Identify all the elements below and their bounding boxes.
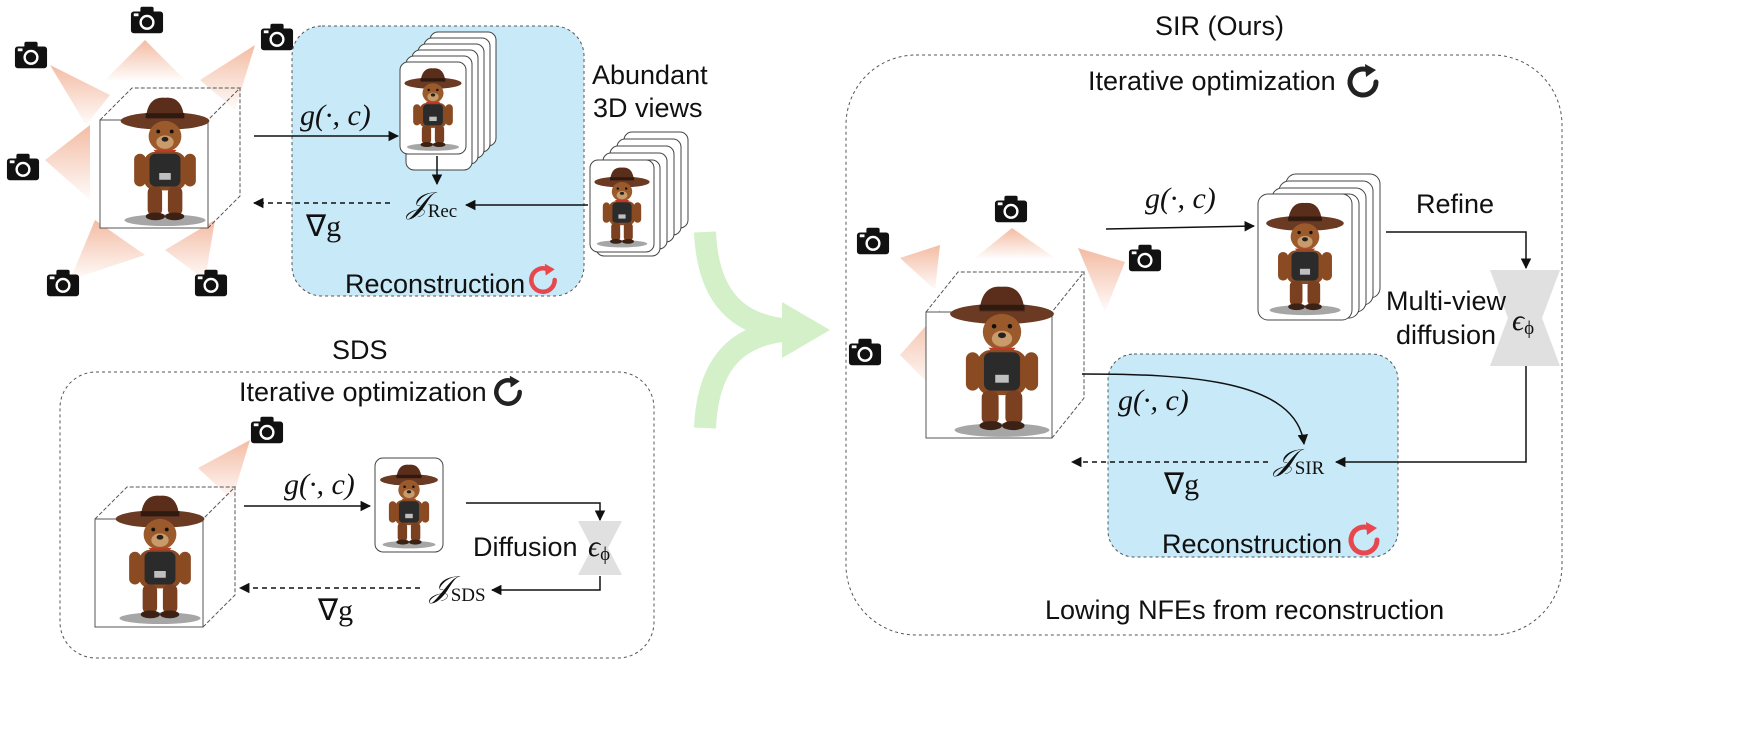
sds-title: SDS (332, 335, 388, 365)
refine-arrow (1386, 231, 1532, 270)
render-func-label: g(·, c) (284, 468, 355, 501)
camera-icon (260, 23, 294, 51)
render-func-label-2: g(·, c) (1118, 384, 1189, 417)
eps-label: ϵϕ (1512, 304, 1534, 339)
camera-icon (856, 227, 890, 255)
sir-rendered-views (1257, 173, 1381, 321)
sds-panel: SDS Iterative optimization g(·, c) ϵϕ Di… (59, 335, 655, 659)
render-func-label: g(·, c) (1145, 182, 1216, 215)
sir-reconstruction-box (1107, 353, 1399, 558)
sir-box (845, 54, 1563, 636)
reconstruction-label: Reconstruction (345, 269, 525, 299)
sir-footer: Lowing NFEs from reconstruction (1045, 595, 1444, 625)
merge-arrow (694, 231, 830, 429)
mv-diffusion-block (1490, 270, 1560, 366)
loss-sds: 𝒥SDS (428, 571, 486, 606)
sir-subtitle: Iterative optimization (1088, 66, 1336, 96)
camera-icon (14, 41, 48, 69)
curve-render-arrow (1081, 373, 1309, 446)
camera-icon (250, 416, 284, 444)
diffusion-to-loss-arrow (490, 576, 601, 596)
sir-panel: SIR (Ours) Iterative optimization g(·, c… (845, 11, 1563, 636)
abundant-label-1: Abundant (592, 60, 708, 90)
sir-reconstruction-label: Reconstruction (1162, 529, 1342, 559)
render-arrow (1105, 220, 1256, 232)
abundant-label-2: 3D views (593, 93, 703, 123)
eps-label: ϵϕ (588, 530, 610, 565)
camera-icon (130, 6, 164, 34)
diffusion-to-loss-arrow (1334, 366, 1527, 468)
sds-box (59, 371, 655, 659)
render-func-label: g(·, c) (300, 99, 371, 132)
rendered-views-stack (399, 31, 497, 171)
camera-icon (848, 338, 882, 366)
diffusion-block (578, 521, 622, 575)
view-cone (165, 220, 215, 280)
view-cone (975, 228, 1055, 258)
mv-label-2: diffusion (1396, 320, 1496, 350)
grad-label: ∇g (317, 594, 353, 627)
camera-icon (994, 195, 1028, 223)
view-cone (1078, 248, 1125, 312)
sds-subtitle: Iterative optimization (239, 377, 487, 407)
refine-label: Refine (1416, 189, 1494, 219)
view-cone (70, 220, 145, 280)
diffusion-label: Diffusion (473, 532, 578, 562)
view-cone (198, 440, 250, 500)
grad-label: ∇g (1163, 468, 1199, 501)
grad-label: ∇g (305, 210, 341, 243)
recon-panel: Abundant 3D views g(·, c) 𝒥Rec ∇g Recons… (6, 6, 708, 299)
view-cone (105, 40, 185, 80)
view-cone (200, 45, 255, 110)
cycle-icon (1350, 64, 1376, 95)
camera-icon (1128, 244, 1162, 272)
camera-icon (6, 153, 40, 181)
abundant-views-stack (589, 131, 689, 257)
to-diffusion-arrow (466, 502, 606, 522)
cycle-icon (496, 376, 519, 404)
mv-label-1: Multi-view (1386, 286, 1507, 316)
sir-title: SIR (Ours) (1155, 11, 1284, 41)
view-cone (45, 125, 90, 200)
view-cone (900, 245, 940, 290)
view-cone (50, 65, 110, 125)
